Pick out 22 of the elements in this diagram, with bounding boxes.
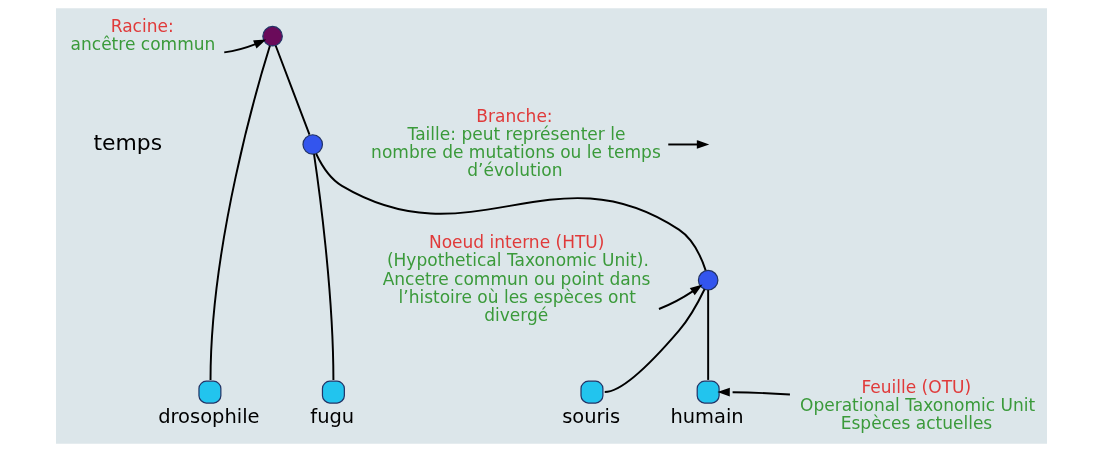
node-text: Branche: Taille: peut représenter le nombre de mutations ou le temps d’évolution	[370, 105, 661, 181]
connector	[274, 44, 310, 136]
connector	[314, 152, 707, 272]
node-label: souris	[561, 405, 620, 429]
connector	[603, 288, 705, 394]
arrow	[657, 284, 702, 310]
connector	[706, 289, 709, 381]
connector	[209, 44, 271, 381]
node-label: drosophile	[157, 405, 260, 429]
arrow	[222, 39, 266, 54]
node-label: fugu	[309, 405, 354, 429]
label: temps	[92, 129, 162, 155]
connector	[312, 153, 334, 381]
node-text: Noeud interne (HTU) (Hypothetical Taxonomic Unit). Ancetre commun ou point dans l’histoire où les espèces ont divergé	[382, 232, 650, 326]
node-circle	[697, 269, 718, 291]
node-circle	[261, 25, 283, 47]
node-text: Racine: ancêtre commun	[70, 15, 215, 54]
arrow	[666, 140, 709, 149]
arrow	[716, 387, 791, 397]
node-label: humain	[669, 405, 744, 429]
node-text: Feuille (OTU) Operational Taxonomic Unit Espèces actuelles	[799, 376, 1035, 434]
node-circle	[301, 134, 323, 155]
